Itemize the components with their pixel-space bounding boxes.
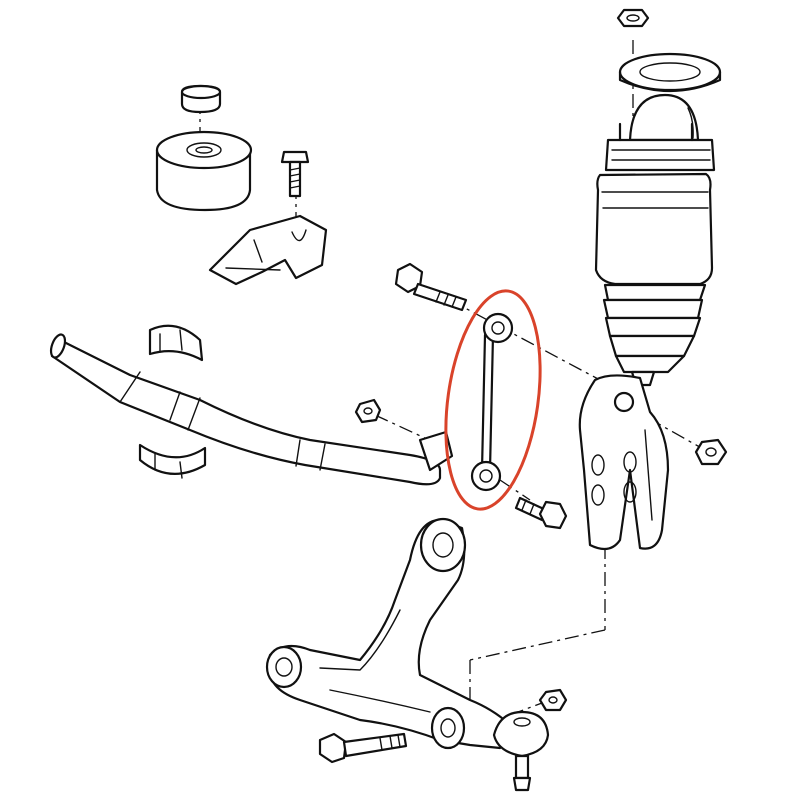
fork-nut: [694, 438, 728, 466]
ball-joint: [492, 710, 550, 792]
air-strut: [594, 93, 716, 387]
top-mount-nut: [616, 8, 650, 28]
mount-bracket: [208, 214, 328, 286]
control-arm-nut: [538, 688, 568, 712]
stabilizer-nut: [354, 398, 382, 424]
lower-control-arm: [265, 517, 522, 750]
stabilizer-bushing-lower: [138, 443, 207, 479]
stabilizer-bushing-upper: [148, 324, 204, 362]
stabilizer-link-highlight: [444, 289, 542, 511]
bracket-bolt: [280, 150, 310, 198]
strut-mount-plate: [618, 52, 722, 93]
control-arm-bolt: [318, 732, 408, 764]
stabilizer-link: [470, 312, 514, 492]
link-upper-bolt: [394, 262, 468, 312]
link-lower-bolt: [514, 496, 568, 530]
stabilizer-bar: [49, 333, 454, 486]
rubber-mount: [155, 130, 253, 212]
strut-fork: [578, 374, 670, 551]
mount-cap: [180, 84, 222, 114]
